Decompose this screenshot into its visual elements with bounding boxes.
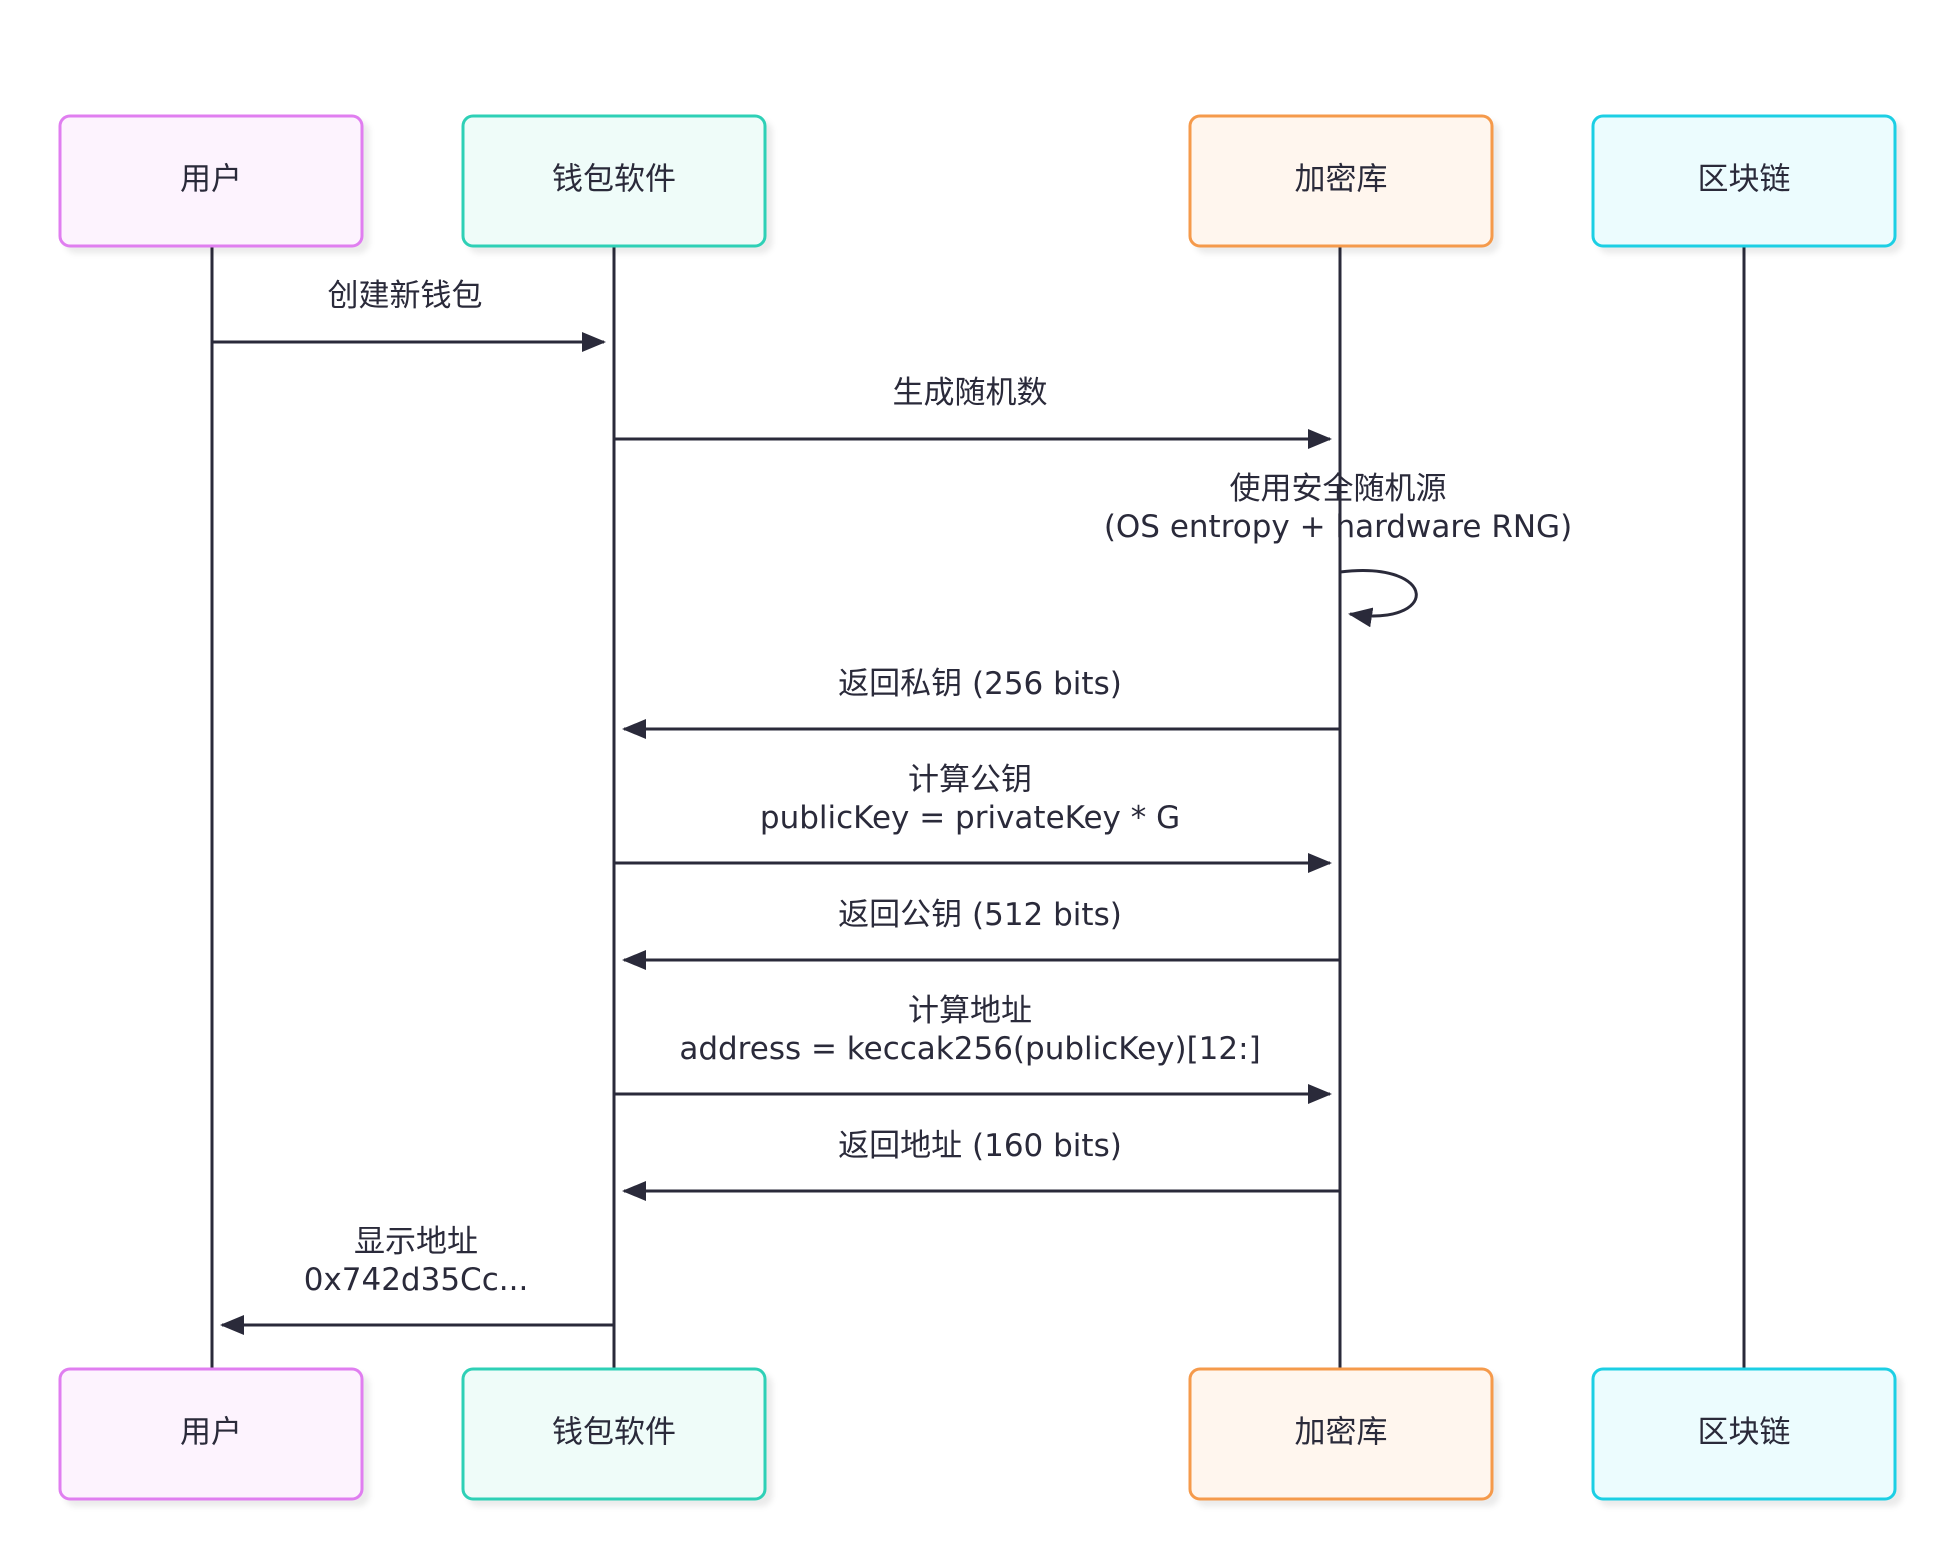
participant-crypto-top[interactable]: 加密库 [1188,114,1494,248]
message-return-address[interactable]: 返回地址 (160 bits) [622,1128,1340,1201]
message-compute-address[interactable]: 计算地址 address = keccak256(publicKey)[12:] [614,993,1332,1104]
participant-user-bottom[interactable]: 用户 [58,1367,364,1501]
message-label: 返回公钥 (512 bits) [838,897,1122,933]
message-label: 创建新钱包 [328,278,483,314]
message-generate-random[interactable]: 生成随机数 [614,375,1332,449]
participant-box [1591,1367,1897,1501]
participant-label: 区块链 [1698,162,1791,198]
participant-label: 用户 [180,1415,242,1451]
participant-chain-bottom[interactable]: 区块链 [1591,1367,1897,1501]
participant-chain-top[interactable]: 区块链 [1591,114,1897,248]
participant-box [1188,114,1494,248]
participant-wallet-top[interactable]: 钱包软件 [461,114,767,248]
participant-box [461,114,767,248]
message-label: 生成随机数 [893,375,1048,411]
message-label-line2: publicKey = privateKey * G [760,800,1180,836]
message-secure-random-source[interactable]: 使用安全随机源 (OS entropy + hardware RNG) [1104,471,1572,628]
participant-box [1591,114,1897,248]
participant-crypto-bottom[interactable]: 加密库 [1188,1367,1494,1501]
self-call-arrow [1339,569,1418,628]
message-label-line1: 计算地址 [908,993,1032,1029]
message-display-address[interactable]: 显示地址 0x742d35Cc... [220,1224,614,1335]
participant-label: 用户 [180,162,242,198]
participant-label: 钱包软件 [552,162,676,198]
message-return-public-key[interactable]: 返回公钥 (512 bits) [622,897,1340,970]
participant-user-top[interactable]: 用户 [58,114,364,248]
message-label-line2: address = keccak256(publicKey)[12:] [679,1031,1260,1067]
message-label-line1: 计算公钥 [908,762,1032,798]
message-label-line1: 使用安全随机源 [1230,471,1447,507]
message-label: 返回地址 (160 bits) [838,1128,1122,1164]
message-return-private-key[interactable]: 返回私钥 (256 bits) [622,666,1340,739]
participant-label: 区块链 [1698,1415,1791,1451]
participant-label: 钱包软件 [552,1415,676,1451]
message-compute-public-key[interactable]: 计算公钥 publicKey = privateKey * G [614,762,1332,873]
message-create-wallet[interactable]: 创建新钱包 [212,278,606,352]
message-label-line2: (OS entropy + hardware RNG) [1104,509,1572,545]
participant-box [1188,1367,1494,1501]
participant-box [58,114,364,248]
participant-label: 加密库 [1295,162,1388,198]
participant-box [58,1367,364,1501]
message-label-line2: 0x742d35Cc... [304,1262,529,1298]
message-label-line1: 显示地址 [354,1224,478,1260]
participant-box [461,1367,767,1501]
participant-wallet-bottom[interactable]: 钱包软件 [461,1367,767,1501]
message-label: 返回私钥 (256 bits) [838,666,1122,702]
participant-label: 加密库 [1295,1415,1388,1451]
